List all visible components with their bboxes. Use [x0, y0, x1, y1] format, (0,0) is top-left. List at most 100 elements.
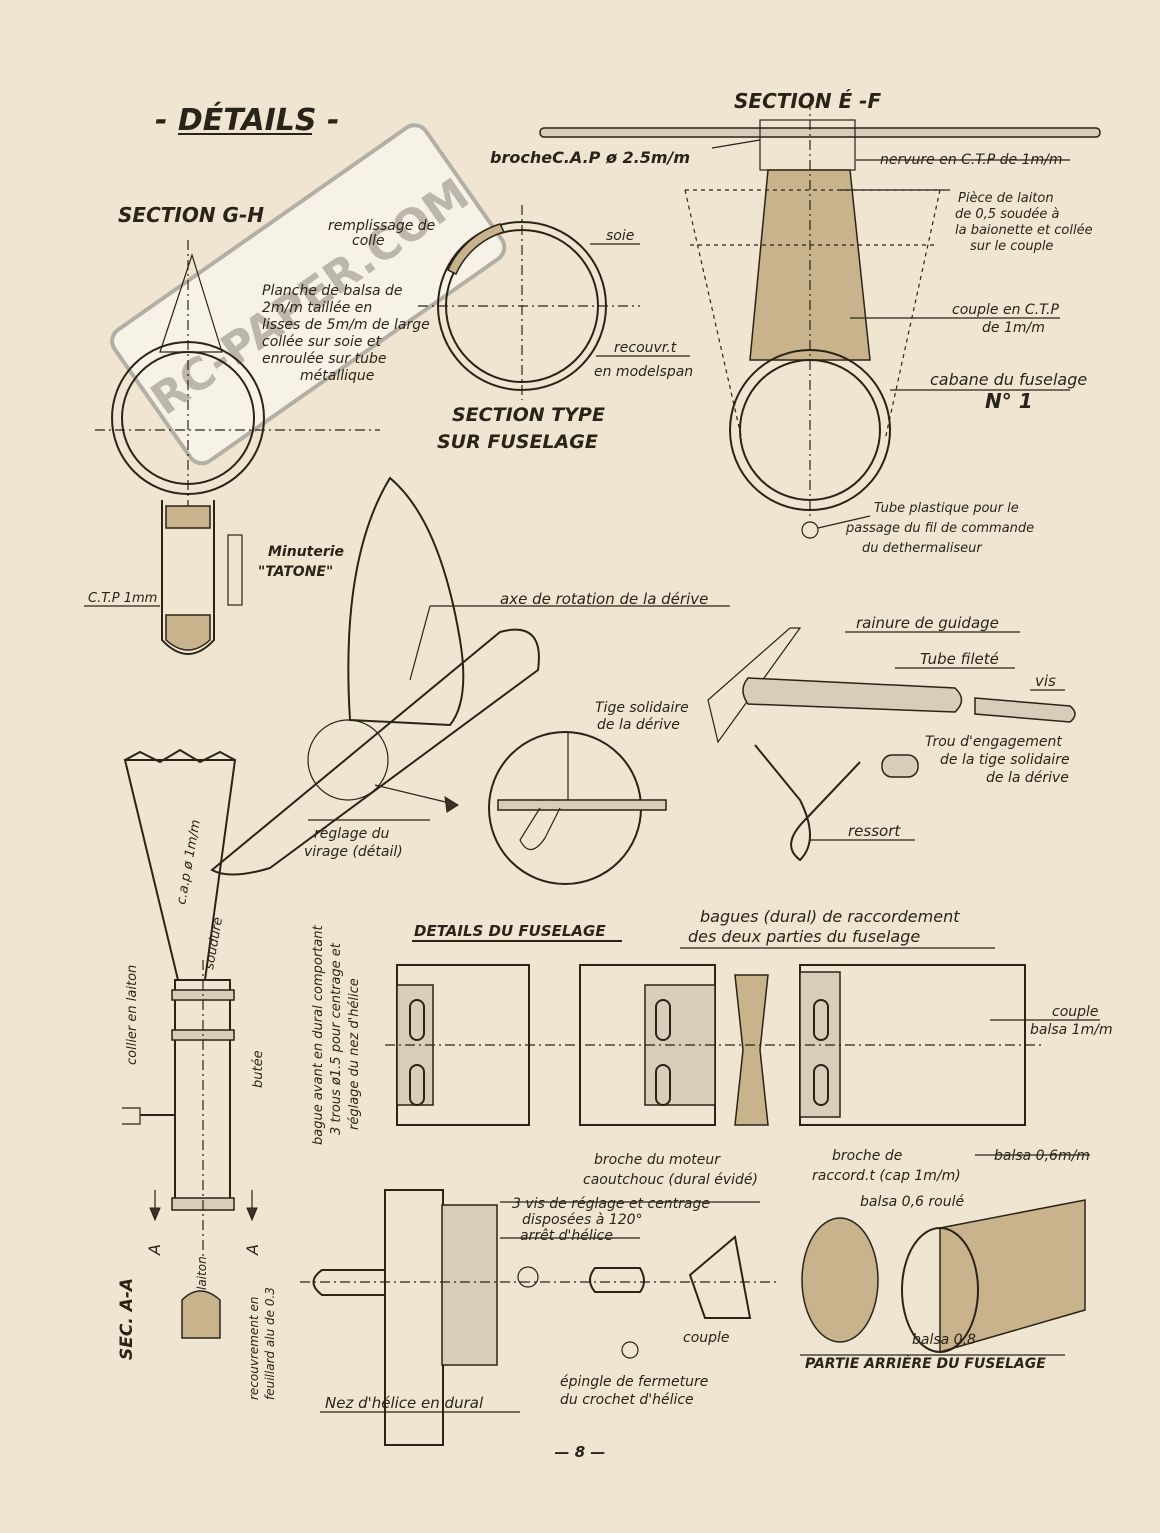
nose-tube: [174, 979, 231, 1206]
label-balsa-08: balsa 0,8: [912, 1332, 976, 1348]
label-piece-3: la baionette et collée: [955, 223, 1093, 238]
derive-drawing: axe de rotation de la dérive Tige solida…: [210, 476, 730, 885]
rudder-fin: [347, 476, 465, 727]
label-ctp-1mm: C.T.P 1mm: [88, 591, 157, 606]
label-trou-2: de la tige solidaire: [940, 752, 1070, 768]
label-butee: butée: [251, 1050, 266, 1088]
label-tige-1: Tige solidaire: [595, 700, 689, 716]
label-soie: soie: [606, 228, 634, 244]
section-type-heading-2: SUR FUSELAGE: [437, 431, 598, 453]
rolled-tail-tube: [939, 1199, 1086, 1353]
label-planche-6: métallique: [300, 368, 374, 384]
page-number: — 8 —: [555, 1443, 606, 1461]
section-ef-drawing: SECTION É -F brocheC.A.P ø 2.5m/m nervur…: [490, 89, 1101, 556]
label-nose-vertical-3: réglage du nez d'hélice: [347, 978, 362, 1130]
label-vis-reglage-1: 3 vis de réglage et centrage: [512, 1196, 710, 1212]
page-title: - DÉTAILS -: [155, 102, 339, 138]
label-recouvrement-1: recouvrement en: [247, 1297, 261, 1400]
label-nez-helice: Nez d'hélice en dural: [325, 1394, 484, 1412]
label-remplissage: remplissage de: [328, 218, 435, 234]
label-a-right: A: [243, 1244, 262, 1256]
section-type-drawing: soie recouvr.t en modelspan SECTION TYPE…: [418, 205, 693, 453]
label-nose-vertical-2: 3 trous ø1.5 pour centrage et: [329, 942, 344, 1135]
label-minuterie: Minuterie: [268, 544, 344, 560]
label-cabane-1: cabane du fuselage: [930, 370, 1087, 389]
label-laiton: laiton: [195, 1256, 209, 1290]
broche-moteur: [734, 974, 769, 1126]
label-planche-1: Planche de balsa de: [262, 283, 403, 299]
label-epingle-2: du crochet d'hélice: [560, 1392, 694, 1408]
label-recouvrement-2: feuillard alu de 0.3: [263, 1287, 277, 1400]
label-bagues-2: des deux parties du fuselage: [688, 927, 920, 946]
gh-pylon: [159, 253, 223, 353]
label-ressort: ressort: [848, 822, 901, 840]
label-tube-1: Tube plastique pour le: [874, 501, 1019, 516]
tube-filete: [742, 677, 963, 713]
trou-engagement: [881, 754, 919, 778]
label-bagues-1: bagues (dural) de raccordement: [700, 907, 960, 926]
label-tatone: "TATONE": [258, 564, 333, 580]
minuterie-box: [227, 534, 243, 606]
section-type-heading-1: SECTION TYPE: [452, 404, 605, 426]
vis: [974, 697, 1076, 723]
label-couple-ctp-2: de 1m/m: [982, 320, 1045, 336]
label-planche-5: enroulée sur tube: [262, 351, 386, 367]
label-modelspan: en modelspan: [594, 364, 693, 380]
label-cap-1mm: c.a.p ø 1m/m: [174, 819, 204, 906]
label-piece-4: sur le couple: [970, 239, 1053, 254]
label-broche-racc-2: raccord.t (cap 1m/m): [812, 1168, 961, 1184]
label-tube-filete: Tube fileté: [920, 650, 999, 668]
label-trou-3: de la dérive: [986, 770, 1069, 786]
label-cabane-2: N° 1: [985, 389, 1033, 413]
label-vis-reglage-2: disposées à 120°: [522, 1212, 643, 1228]
label-axe-rotation: axe de rotation de la dérive: [500, 590, 708, 608]
label-planche-3: lisses de 5m/m de large: [262, 317, 430, 333]
crochet: [589, 1267, 645, 1293]
label-a-left: A: [145, 1244, 164, 1256]
label-broche-racc-1: broche de: [832, 1148, 902, 1164]
label-colle: colle: [352, 233, 385, 249]
arriere-heading: PARTIE ARRIÈRE DU FUSELAGE: [805, 1355, 1046, 1372]
label-couple-helice: couple: [683, 1330, 730, 1346]
arriere-drawing: balsa 0,6 roulé balsa 0,8 PARTIE ARRIÈRE…: [800, 1194, 1086, 1372]
label-vis: vis: [1035, 672, 1056, 690]
label-planche-2: 2m/m taillée en: [262, 300, 372, 316]
label-trou-1: Trou d'engagement: [925, 734, 1062, 750]
ressort: [754, 744, 861, 862]
nose-drawing: bague avant en dural comportant 3 trous …: [117, 748, 362, 1400]
label-couple-ctp-1: couple en C.T.P: [952, 302, 1059, 318]
label-broche-moteur-1: broche du moteur: [594, 1152, 721, 1168]
label-epingle-1: épingle de fermeture: [560, 1374, 708, 1390]
label-balsa-06mm: balsa 0,6m/m: [994, 1148, 1090, 1164]
label-reglage-1: réglage du: [314, 826, 390, 842]
couple-disc: [801, 1217, 879, 1343]
label-nose-vertical-1: bague avant en dural comportant: [311, 925, 326, 1145]
label-reglage-2: virage (détail): [304, 844, 403, 860]
section-gh-heading: SECTION G-H: [118, 203, 264, 227]
label-tige-2: de la dérive: [597, 717, 680, 733]
label-rainure: rainure de guidage: [856, 614, 999, 632]
fuselage-heading: DETAILS DU FUSELAGE: [414, 922, 606, 940]
label-planche-4: collée sur soie et: [262, 334, 382, 350]
label-tube-2: passage du fil de commande: [845, 521, 1034, 536]
label-couple-balsa-1: couple: [1052, 1004, 1099, 1020]
label-recouvr: recouvr.t: [614, 340, 677, 356]
label-collier: collier en laiton: [125, 965, 140, 1065]
detail-circle: [307, 719, 389, 801]
fuselage-drawing: DETAILS DU FUSELAGE bagues (dural) de ra…: [385, 907, 1113, 1188]
label-nervure: nervure en C.T.P de 1m/m: [880, 152, 1062, 168]
section-gh-drawing: SECTION G-H remplissage de colle Planche…: [84, 203, 435, 655]
label-balsa-roule: balsa 0,6 roulé: [860, 1194, 964, 1210]
label-piece-1: Pièce de laiton: [958, 191, 1054, 206]
label-couple-balsa-2: balsa 1m/m: [1030, 1022, 1113, 1038]
tail-boom: [210, 628, 540, 876]
helice-drawing: 3 vis de réglage et centrage disposées à…: [300, 1189, 780, 1446]
sec-aa-profile: [181, 1290, 221, 1339]
broche-rod: [539, 127, 1101, 138]
guidage-plate: [707, 627, 802, 744]
label-arret-helice: arrêt d'hélice: [520, 1228, 613, 1244]
epingle-triangle: [688, 1235, 752, 1319]
label-sec-aa: SEC. A-A: [117, 1278, 137, 1360]
